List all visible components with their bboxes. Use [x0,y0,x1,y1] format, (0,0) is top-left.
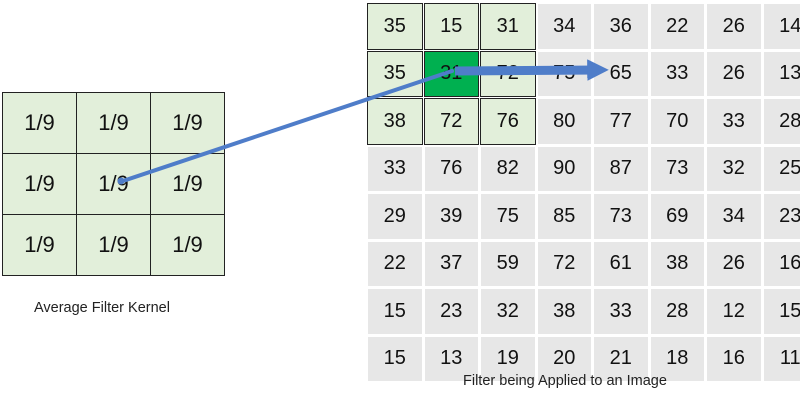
image-pixel: 22 [650,4,704,49]
image-pixel: 38 [367,98,423,145]
image-pixel: 13 [763,51,800,96]
image-pixel: 73 [594,194,648,239]
image-pixel: 82 [481,146,535,191]
image-caption: Filter being Applied to an Image [463,373,667,389]
image-pixel: 28 [763,99,800,144]
kernel-cell: 1/9 [77,215,151,276]
kernel-cell: 1/9 [151,215,225,276]
image-pixel: 36 [594,4,648,49]
kernel-cell: 1/9 [151,93,225,154]
image-pixel: 32 [707,146,761,191]
image-pixel: 77 [594,99,648,144]
image-pixel: 65 [594,51,648,96]
image-pixel: 16 [763,241,800,286]
image-pixel: 37 [424,241,478,286]
image-pixel: 75 [481,194,535,239]
image-pixel: 29 [368,194,422,239]
image-pixel: 87 [594,146,648,191]
image-pixel: 35 [367,3,423,50]
image-pixel: 33 [707,99,761,144]
image-pixel: 73 [650,146,704,191]
image-pixel: 90 [537,146,591,191]
image-pixel: 39 [424,194,478,239]
kernel-cell: 1/9 [77,154,151,215]
image-pixel: 15 [763,289,800,334]
kernel-cell: 1/9 [3,215,77,276]
image-pixel: 72 [480,50,536,97]
kernel-cell: 1/9 [77,93,151,154]
image-pixel: 34 [707,194,761,239]
image-pixel: 35 [367,50,423,97]
image-pixel: 14 [763,4,800,49]
image-pixel: 75 [537,51,591,96]
image-pixel: 80 [537,99,591,144]
image-pixel: 72 [423,98,479,145]
image-pixel: 13 [424,336,478,381]
image-pixel: 34 [537,4,591,49]
image-pixel: 76 [480,98,536,145]
image-pixel: 38 [537,289,591,334]
image-pixel: 32 [481,289,535,334]
image-pixel: 15 [368,336,422,381]
image-pixel: 28 [650,289,704,334]
image-pixel: 70 [650,99,704,144]
image-pixel: 33 [594,289,648,334]
image-pixel: 15 [423,3,479,50]
image-pixel: 69 [650,194,704,239]
image-pixel: 72 [537,241,591,286]
image-pixel: 61 [594,241,648,286]
image-pixel: 16 [707,336,761,381]
image-pixel: 18 [650,336,704,381]
image-pixel: 11 [763,336,800,381]
kernel-cell: 1/9 [151,154,225,215]
image-pixel: 12 [707,289,761,334]
image-pixel: 19 [481,336,535,381]
image-pixel: 26 [707,51,761,96]
image-pixel: 23 [424,289,478,334]
window-center-pixel: 31 [423,50,479,97]
kernel-cell: 1/9 [3,93,77,154]
image-pixel: 26 [707,4,761,49]
image-pixel: 21 [594,336,648,381]
image-pixel: 15 [368,289,422,334]
kernel-cell: 1/9 [3,154,77,215]
image-pixel: 85 [537,194,591,239]
image-pixel: 23 [763,194,800,239]
image-pixel: 26 [707,241,761,286]
image-pixel: 59 [481,241,535,286]
image-pixel: 31 [480,3,536,50]
image-pixel: 25 [763,146,800,191]
kernel-caption: Average Filter Kernel [34,300,170,316]
image-pixel: 76 [424,146,478,191]
image-pixel: 33 [368,146,422,191]
image-pixel: 20 [537,336,591,381]
image-pixel: 22 [368,241,422,286]
image-pixel: 38 [650,241,704,286]
image-pixel: 33 [650,51,704,96]
